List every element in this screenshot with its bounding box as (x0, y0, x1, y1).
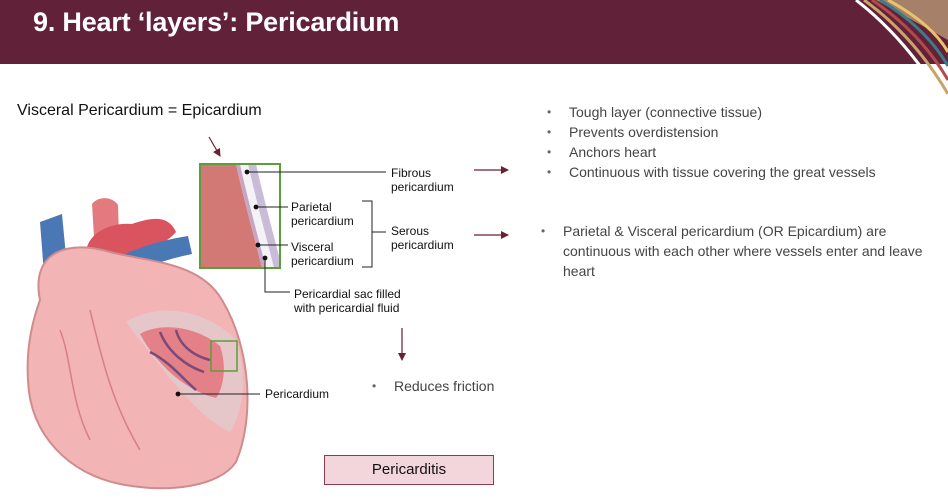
page-title: 9. Heart ‘layers’: Pericardium (33, 7, 400, 37)
epicardium-equation: Visceral Pericardium = Epicardium (17, 102, 262, 119)
pericarditis-box: Pericarditis (324, 455, 494, 485)
fluid-points-list: Reduces friction (372, 376, 494, 396)
list-item: Reduces friction (372, 376, 494, 396)
list-item: Continuous with tissue covering the grea… (547, 162, 876, 182)
pericardium-layers-inset-icon (199, 163, 281, 269)
list-item: Anchors heart (547, 142, 876, 162)
list-item: Tough layer (connective tissue) (547, 102, 876, 122)
label-pericardium: Pericardium (265, 387, 330, 401)
list-item: Prevents overdistension (547, 122, 876, 142)
list-item: Parietal & Visceral pericardium (OR Epic… (541, 221, 926, 281)
serous-points-list: Parietal & Visceral pericardium (OR Epic… (541, 221, 926, 281)
fibrous-points-list: Tough layer (connective tissue) Prevents… (547, 102, 876, 182)
corner-stripes-decoration-icon (855, 0, 948, 109)
header-bar: 9. Heart ‘layers’: Pericardium (0, 0, 948, 64)
leader-lines (178, 171, 386, 395)
heart-illustration-icon (26, 198, 249, 490)
inset-pointer-arrow (208, 136, 221, 157)
